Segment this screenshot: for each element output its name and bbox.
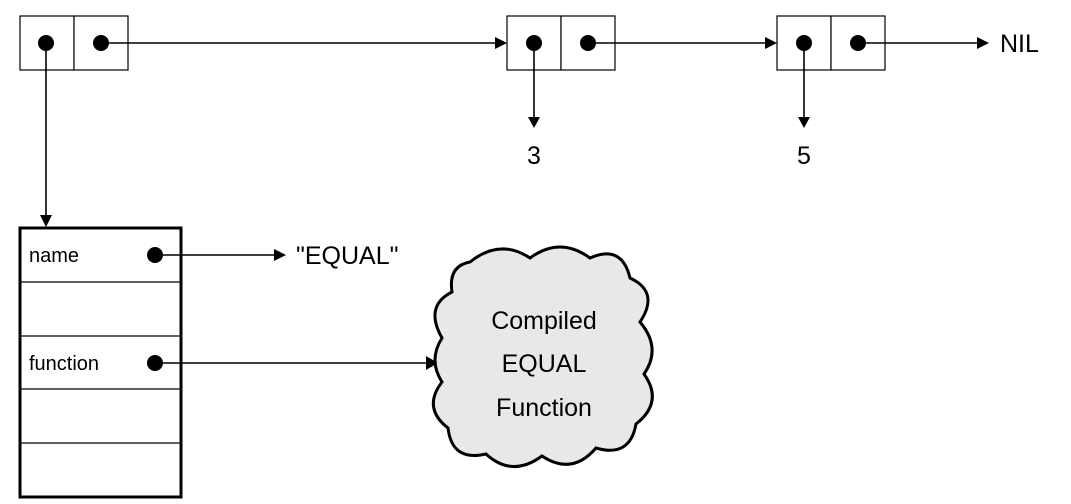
arrow-name-to-string [155,249,286,261]
arrow-cell2-car-down [528,43,540,128]
arrow-cell1-to-cell2 [101,37,507,49]
value-3: 3 [527,142,541,170]
cloud-line-3: Function [496,394,592,422]
arrow-cell3-to-nil [858,37,989,49]
name-string: "EQUAL" [296,242,399,270]
slot-function-label: function [29,353,99,375]
cloud-shape [431,245,654,468]
value-5: 5 [797,142,811,170]
cons-cell-1 [19,15,129,71]
arrow-function-to-cloud [155,356,438,370]
cons-cell-3 [776,15,886,71]
arrow-cell1-car-to-symbol [40,43,52,227]
compiled-function-cloud: Compiled EQUAL Function [431,245,654,468]
symbol-box: name function [18,226,183,499]
cloud-line-2: EQUAL [502,350,587,378]
arrow-cell2-to-cell3 [588,37,777,49]
cloud-line-1: Compiled [491,307,597,335]
nil-label: NIL [1000,30,1039,58]
arrow-cell3-car-down [798,43,810,128]
slot-name-label: name [29,245,79,267]
